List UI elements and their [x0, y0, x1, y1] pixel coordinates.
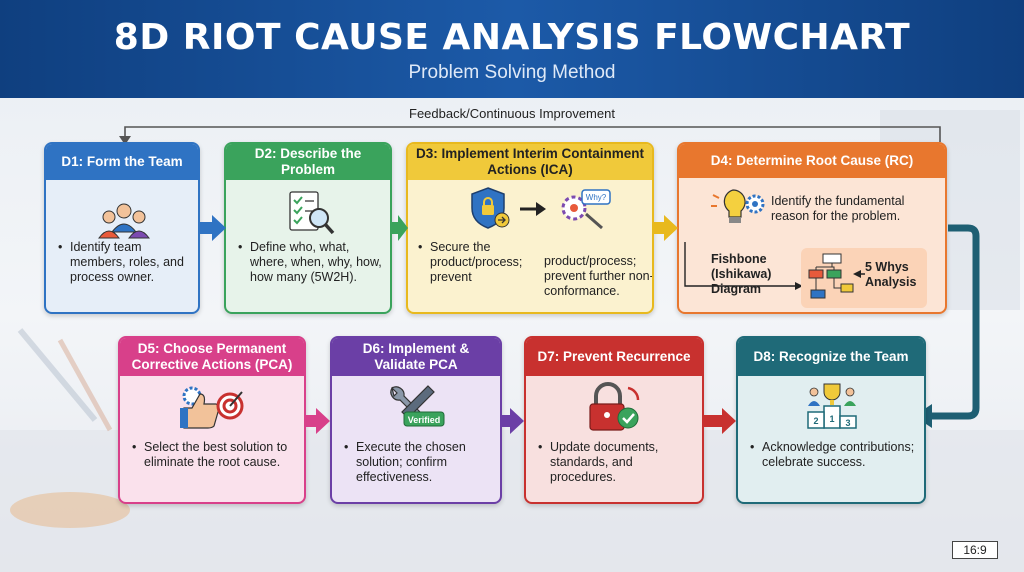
header-banner: 8D RIOT CAUSE ANALYSIS FLOWCHART Problem… — [0, 0, 1024, 98]
five-whys-label: 5 Whys Analysis — [865, 260, 917, 289]
podium-first-text: 1 — [829, 414, 834, 424]
gear-sign-icon: Why? — [561, 189, 611, 230]
arrow-d3-d4 — [654, 215, 678, 241]
trophy-podium-icon: 1 2 3 — [807, 383, 857, 429]
step-d2-card: D2: Describe the Problem •Define who, wh… — [224, 142, 392, 314]
step-d5-card: D5: Choose Permanent Corrective Actions … — [118, 336, 306, 504]
arrow-d1-d2 — [200, 215, 226, 241]
step-d6-card: D6: Implement & Validate PCA Verified •E… — [330, 336, 502, 504]
podium-third-text: 3 — [845, 418, 850, 428]
step-d8-bullet: •Acknowledge contributions; celebrate su… — [750, 440, 915, 469]
page-subtitle: Problem Solving Method — [408, 62, 616, 83]
step-d4-title: D4: Determine Root Cause (RC) — [679, 144, 945, 178]
checklist-magnifier-icon — [289, 191, 335, 235]
thumbs-up-target-icon — [180, 386, 244, 429]
step-d3-extra-text: product/process; prevent further non-con… — [544, 254, 654, 298]
arrow-d5-d6 — [306, 408, 330, 434]
verified-badge-text: Verified — [408, 415, 441, 425]
d3-sign-text: Why? — [586, 193, 607, 202]
padlock-check-icon — [589, 382, 640, 431]
arrow-left-icon — [853, 270, 865, 278]
fishbone-label: Fishbone (Ishikawa) Diagram — [711, 252, 772, 296]
step-d3-title: D3: Implement Interim Containment Action… — [408, 144, 652, 180]
step-d6-title: D6: Implement & Validate PCA — [332, 338, 500, 376]
page-title: 8D RIOT CAUSE ANALYSIS FLOWCHART — [113, 17, 911, 58]
step-d2-bullet: •Define who, what, where, when, why, how… — [238, 240, 382, 284]
step-d1-card: D1: Form the Team •Identify team members… — [44, 142, 200, 314]
step-d6-bullet: •Execute the chosen solution; confirm ef… — [344, 440, 466, 484]
arrow-d7-d8 — [704, 408, 736, 434]
step-d8-title: D8: Recognize the Team — [738, 338, 924, 376]
step-d7-card: D7: Prevent Recurrence •Update documents… — [524, 336, 704, 504]
team-icon — [98, 203, 150, 239]
fishbone-arrow — [684, 242, 803, 290]
step-d8-card: D8: Recognize the Team 1 2 3 •Acknowledg… — [736, 336, 926, 504]
step-d1-bullet: •Identify team members, roles, and proce… — [58, 240, 184, 284]
step-d5-bullet: •Select the best solution to eliminate t… — [132, 440, 288, 469]
step-d2-title: D2: Describe the Problem — [226, 144, 390, 180]
aspect-ratio-badge: 16:9 — [952, 541, 998, 559]
step-d3-card: D3: Implement Interim Containment Action… — [406, 142, 654, 314]
lightbulb-gears-icon — [711, 189, 765, 223]
step-d5-title: D5: Choose Permanent Corrective Actions … — [120, 338, 304, 376]
shield-lock-icon — [471, 187, 510, 229]
step-d4-text: Identify the fundamental reason for the … — [771, 194, 905, 223]
arrow-d6-d7 — [502, 408, 524, 434]
step-d7-bullet: •Update documents, standards, and proced… — [538, 440, 659, 484]
step-d4-card: D4: Determine Root Cause (RC) Identify t… — [677, 142, 947, 314]
arrow-d2-d3 — [392, 215, 408, 241]
step-d3-bullet: •Secure the product/process; prevent — [418, 240, 523, 284]
wrench-verified-icon: Verified — [390, 385, 445, 427]
podium-second-text: 2 — [813, 416, 818, 426]
feedback-loop-arrow — [119, 126, 941, 145]
arrow-right-icon — [520, 202, 546, 216]
flow-diagram-icon — [808, 253, 854, 299]
step-d1-title: D1: Form the Team — [46, 144, 198, 180]
feedback-label: Feedback/Continuous Improvement — [409, 106, 615, 121]
step-d7-title: D7: Prevent Recurrence — [526, 338, 702, 376]
